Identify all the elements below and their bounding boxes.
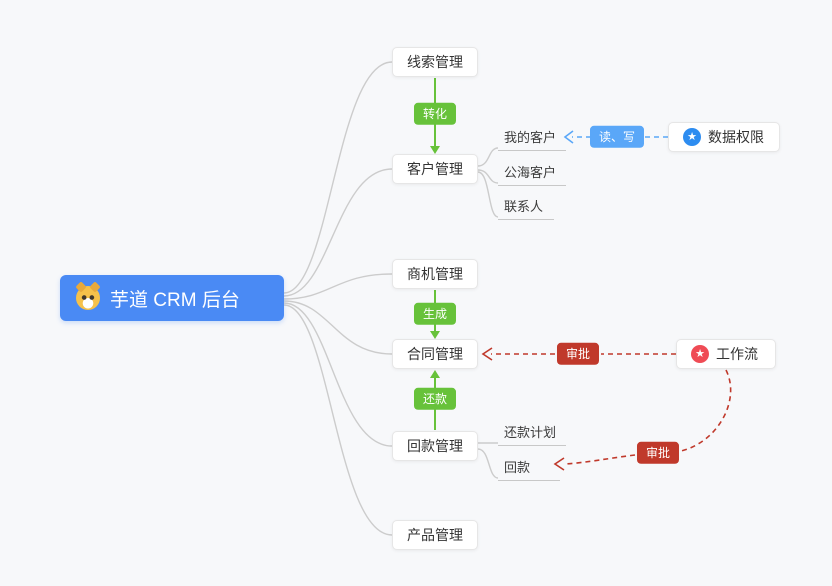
leaf-contacts[interactable]: 联系人 [498, 193, 554, 220]
edge-root-customer [283, 168, 393, 297]
dash-approve2-to-payment [563, 454, 636, 465]
arrowhead-my-customer [563, 130, 574, 144]
badge-convert: 转化 [413, 102, 457, 126]
edge-root-contract [283, 300, 393, 355]
badge-approve-payment: 审批 [636, 441, 680, 465]
badge-generate: 生成 [413, 302, 457, 326]
dash-workflow-to-approve2 [680, 369, 732, 452]
leaf-my-customers[interactable]: 我的客户 [498, 124, 566, 151]
dog-mascot-icon [76, 286, 100, 310]
node-contract-management[interactable]: 合同管理 [392, 339, 478, 369]
star-icon: ★ [683, 128, 701, 146]
leaf-public-pool-customers[interactable]: 公海客户 [498, 159, 566, 186]
arrowhead-contract-top [430, 331, 440, 339]
edge-customer-pool [477, 169, 499, 184]
node-data-permission[interactable]: ★ 数据权限 [668, 122, 780, 152]
edge-root-business [283, 273, 393, 300]
badge-repay: 还款 [413, 387, 457, 411]
node-receivable-management[interactable]: 回款管理 [392, 431, 478, 461]
leaf-payment[interactable]: 回款 [498, 454, 560, 481]
root-node-label: 芋道 CRM 后台 [110, 289, 240, 311]
arrowhead-contract-bottom [430, 370, 440, 378]
edge-root-product [283, 304, 393, 536]
arrowhead-contract-right [481, 347, 493, 361]
node-customer-management[interactable]: 客户管理 [392, 154, 478, 184]
data-permission-label: 数据权限 [708, 129, 764, 145]
root-node-crm-backend[interactable]: 芋道 CRM 后台 [60, 275, 284, 321]
badge-approve-contract: 审批 [556, 342, 600, 366]
badge-read-write: 读、写 [589, 125, 645, 149]
node-business-opportunity-management[interactable]: 商机管理 [392, 259, 478, 289]
edge-root-receivable [283, 302, 393, 447]
node-product-management[interactable]: 产品管理 [392, 520, 478, 550]
edge-customer-contact [477, 171, 499, 218]
edge-receivable-payment [477, 448, 499, 479]
leaf-repayment-plan[interactable]: 还款计划 [498, 419, 566, 446]
edge-customer-my [477, 147, 499, 167]
arrowhead-customer [430, 146, 440, 154]
node-workflow[interactable]: ★ 工作流 [676, 339, 776, 369]
node-lead-management[interactable]: 线索管理 [392, 47, 478, 77]
workflow-label: 工作流 [716, 346, 758, 362]
star-icon: ★ [691, 345, 709, 363]
edge-root-lead [283, 61, 393, 294]
